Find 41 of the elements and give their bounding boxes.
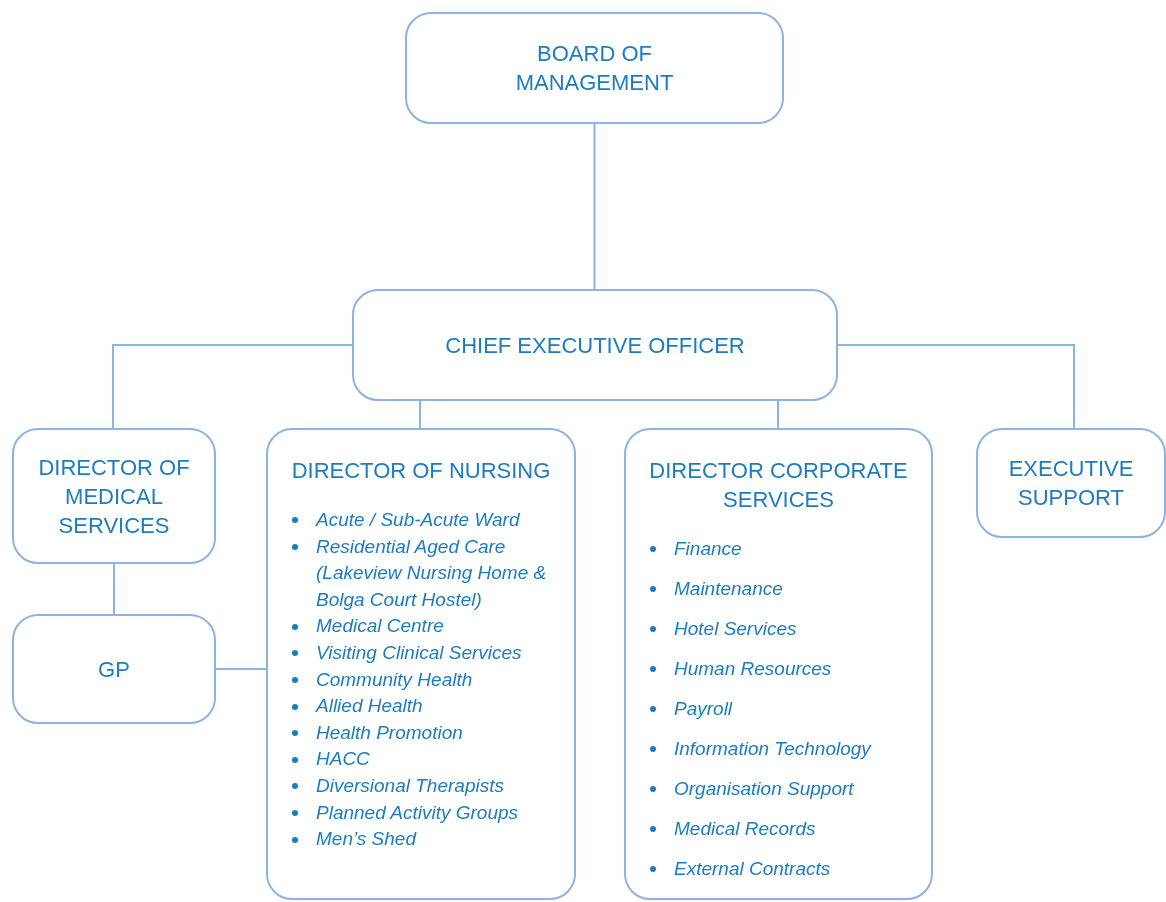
connector-line (215, 668, 267, 670)
list-item: Maintenance (626, 576, 931, 602)
org-box (12, 428, 216, 564)
list-item: Medical Centre (268, 613, 574, 640)
org-box (352, 289, 838, 401)
list-item: Organisation Support (626, 776, 931, 802)
list-item: Men’s Shed (268, 826, 574, 853)
org-box (266, 428, 576, 900)
connector-line (837, 344, 1075, 429)
list-item: Information Technology (626, 736, 931, 762)
connector-line (113, 563, 115, 615)
list-item: Diversional Therapists (268, 772, 574, 800)
org-box (12, 614, 216, 724)
list-item: HACC (268, 746, 574, 773)
connector-line (112, 344, 353, 429)
list-item: External Contracts (626, 856, 931, 882)
box-heading: GP (98, 655, 130, 684)
list-item: Planned Activity Groups (268, 799, 574, 827)
list-item: Human Resources (626, 656, 931, 682)
connector-line (593, 123, 596, 290)
list-item: Medical Records (626, 816, 931, 842)
org-box (624, 428, 933, 900)
box-heading: DIRECTOR CORPORATE SERVICES (648, 457, 909, 514)
list-item: Acute / Sub-Acute Ward (268, 507, 574, 534)
box-heading: EXECUTIVE SUPPORT (1007, 455, 1135, 512)
connector-line (419, 400, 421, 429)
list-item: Residential Aged Care (Lakeview Nursing Home & Bolga Court Hostel) (268, 533, 574, 614)
box-heading: DIRECTOR OF MEDICAL SERVICES (37, 453, 191, 540)
list-item: Community Health (268, 666, 574, 694)
list-item: Allied Health (268, 693, 574, 720)
list-item: Hotel Services (626, 616, 931, 642)
list-item: Health Promotion (268, 719, 574, 747)
box-heading: BOARD OF MANAGEMENT (514, 40, 675, 97)
connector-line (777, 400, 779, 429)
org-box (976, 428, 1166, 538)
org-box (405, 12, 784, 124)
list-item: Payroll (626, 696, 931, 722)
box-heading: DIRECTOR OF NURSING (291, 457, 551, 485)
list-item: Finance (626, 536, 931, 562)
box-heading: CHIEF EXECUTIVE OFFICER (445, 331, 745, 360)
list-item: Visiting Clinical Services (268, 639, 574, 667)
